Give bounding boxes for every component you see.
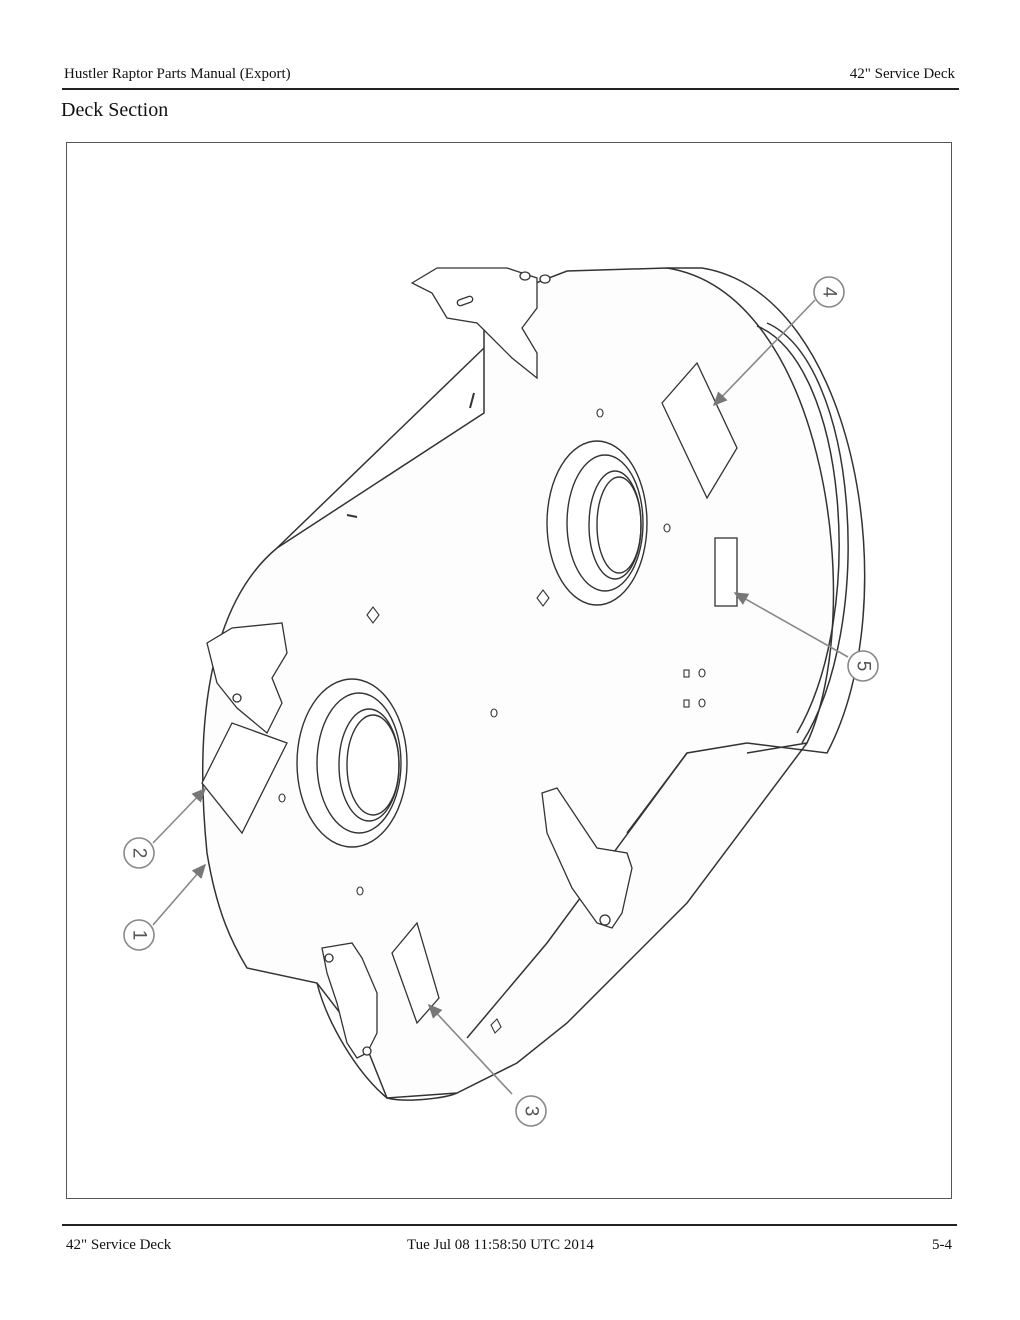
footer-section-name: 42" Service Deck [66,1237,172,1253]
footer-divider [62,1224,957,1226]
callout-5: 5 [847,650,879,682]
right-arm-bracket [541,787,633,929]
callout-2: 2 [123,837,155,869]
page-title: Deck Section [61,99,169,121]
left-mounting-bracket [206,622,288,735]
callout-5-label: 5 [853,661,874,672]
callout-3: 3 [515,1095,547,1127]
header-divider [62,88,959,90]
decals [201,361,738,1025]
footer-page-number: 5-4 [932,1237,952,1253]
callout-2-label: 2 [129,848,150,859]
decal-item-2 [201,722,288,835]
decal-item-3 [391,921,440,1025]
decal-item-4 [661,361,738,500]
top-mounting-bracket [410,267,551,380]
callout-4-label: 4 [819,287,840,298]
callout-1: 1 [123,919,155,951]
callout-4: 4 [813,276,845,308]
header-manual-title: Hustler Raptor Parts Manual (Export) [64,66,291,82]
callout-3-label: 3 [521,1106,542,1117]
hardware-holes [278,392,706,1034]
lower-spindle-housing [296,678,408,848]
deck-diagram: 4 5 2 1 3 [123,267,879,1127]
header-section-name: 42" Service Deck [849,66,955,82]
footer-timestamp: Tue Jul 08 11:58:50 UTC 2014 [407,1237,594,1253]
deck-diagram-frame: 4 5 2 1 3 [66,142,952,1199]
bottom-mounting-bracket [321,942,378,1059]
upper-spindle-housing [546,440,648,606]
deck-body [202,267,866,1101]
decal-item-5 [714,537,738,607]
callout-1-label: 1 [129,930,150,941]
leader-lines [152,299,849,1095]
